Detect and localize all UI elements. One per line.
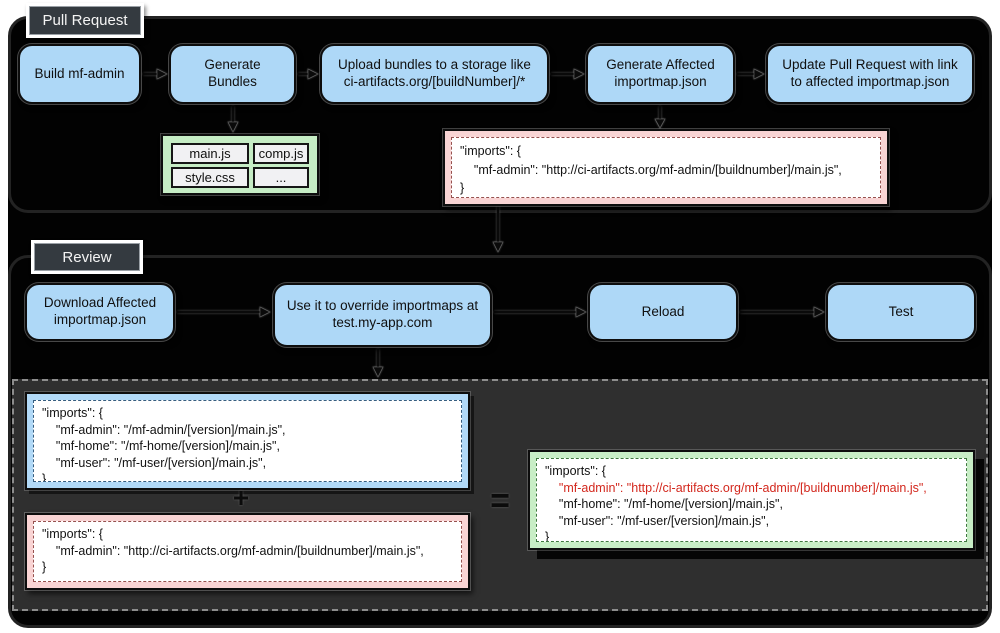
- node-test: Test: [826, 283, 976, 341]
- base-importmap-code-content: "imports": { "mf-admin": "/mf-admin/[ver…: [33, 400, 462, 482]
- code-line: "imports": {: [42, 527, 103, 541]
- code-line: "mf-user": "/mf-user/[version]/main.js",: [42, 455, 267, 470]
- review-section-tag: Review: [31, 240, 143, 274]
- code-line: }: [545, 530, 550, 542]
- node-override-importmaps: Use it to override importmaps at test.my…: [273, 283, 492, 347]
- plus-operator: +: [232, 482, 250, 513]
- code-line: "imports": {: [460, 144, 521, 158]
- code-line: "mf-home": "/mf-home/[version]/main.js",: [42, 439, 280, 453]
- node-download-affected-importmap: Download Affected importmap.json: [25, 283, 175, 341]
- code-line: "mf-home": "/mf-home/[version]/main.js",: [545, 497, 783, 511]
- bundle-files-box: main.js comp.js style.css ...: [161, 134, 319, 195]
- code-line: "mf-admin": "http://ci-artifacts.org/mf-…: [460, 162, 842, 177]
- affected-importmap-code-top-content: "imports": { "mf-admin": "http://ci-arti…: [451, 137, 881, 198]
- affected-importmap-code-bottom: "imports": { "mf-admin": "http://ci-arti…: [25, 513, 470, 590]
- code-line: "imports": {: [545, 464, 606, 478]
- bundle-file-stylecss: style.css: [171, 167, 249, 188]
- node-upload-bundles: Upload bundles to a storage like ci-arti…: [320, 44, 549, 104]
- review-section-label: Review: [34, 243, 140, 271]
- node-reload: Reload: [588, 283, 738, 341]
- node-build-mf-admin: Build mf-admin: [18, 44, 141, 104]
- code-line: }: [460, 181, 465, 195]
- code-line: "mf-admin": "http://ci-artifacts.org/mf-…: [545, 480, 927, 495]
- node-update-pull-request: Update Pull Request with link to affecte…: [766, 44, 974, 104]
- node-generate-affected-importmap: Generate Affected importmap.json: [586, 44, 735, 104]
- merged-importmap-code-content: "imports": { "mf-admin": "http://ci-arti…: [536, 458, 967, 542]
- bundle-file-mainjs: main.js: [171, 143, 249, 164]
- base-importmap-code: "imports": { "mf-admin": "/mf-admin/[ver…: [25, 392, 470, 490]
- pull-request-section-label: Pull Request: [29, 6, 141, 35]
- pull-request-section-tag: Pull Request: [26, 3, 144, 38]
- equals-operator: =: [490, 482, 510, 520]
- affected-importmap-code-top: "imports": { "mf-admin": "http://ci-arti…: [443, 129, 889, 206]
- code-line: "mf-admin": "/mf-admin/[version]/main.js…: [42, 422, 286, 437]
- code-line: "mf-user": "/mf-user/[version]/main.js",: [545, 513, 770, 528]
- node-generate-bundles: Generate Bundles: [169, 44, 296, 104]
- code-line: }: [42, 560, 47, 574]
- bundle-file-compjs: comp.js: [253, 143, 309, 164]
- code-line: }: [42, 472, 47, 482]
- merged-importmap-code: "imports": { "mf-admin": "http://ci-arti…: [528, 450, 975, 550]
- code-line: "mf-admin": "http://ci-artifacts.org/mf-…: [42, 543, 424, 558]
- affected-importmap-code-bottom-content: "imports": { "mf-admin": "http://ci-arti…: [33, 521, 462, 582]
- bundle-file-more: ...: [253, 167, 309, 188]
- code-line: "imports": {: [42, 406, 103, 420]
